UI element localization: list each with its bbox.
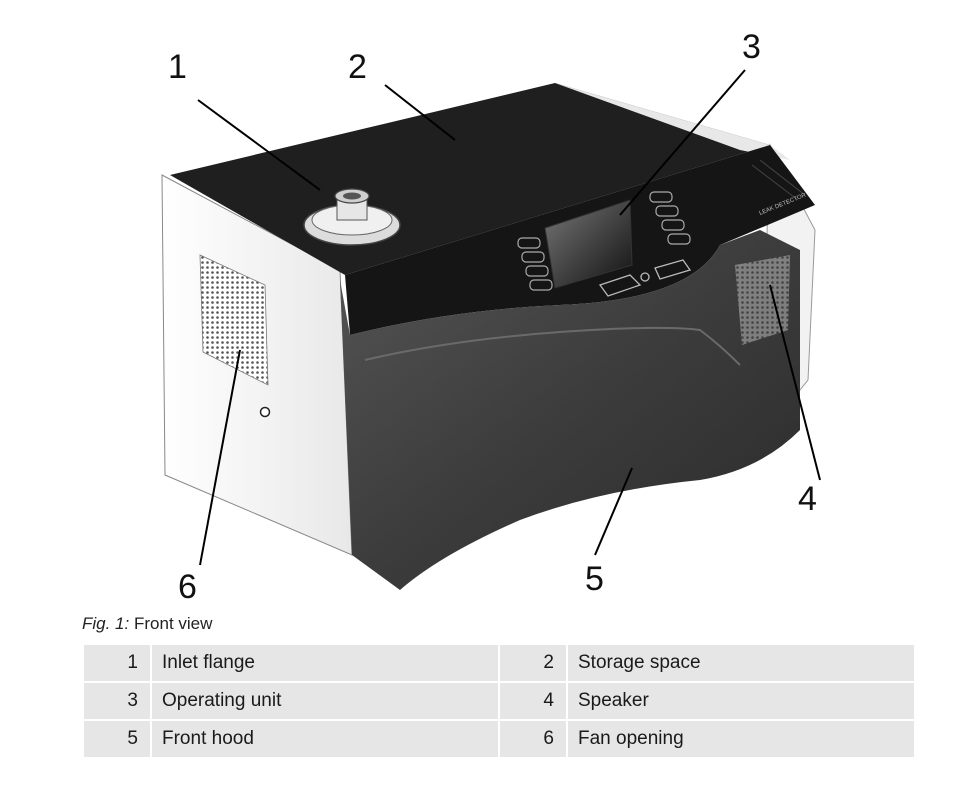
front-hood — [340, 230, 800, 590]
speaker-grill — [735, 255, 790, 345]
legend-label: Operating unit — [152, 683, 498, 719]
front-hood-ridge — [364, 326, 741, 366]
legend-table: 1 Inlet flange 2 Storage space 3 Operati… — [82, 643, 916, 759]
table-row: 3 Operating unit 4 Speaker — [84, 683, 914, 719]
callout-5: 5 — [585, 560, 604, 598]
legend-label: Fan opening — [568, 721, 914, 757]
legend-number: 5 — [84, 721, 150, 757]
legend-number: 2 — [500, 645, 566, 681]
start-stop-buttons — [598, 259, 692, 297]
table-row: 5 Front hood 6 Fan opening — [84, 721, 914, 757]
callout-3: 3 — [742, 28, 761, 66]
table-row: 1 Inlet flange 2 Storage space — [84, 645, 914, 681]
callout-1: 1 — [168, 48, 187, 86]
callout-4: 4 — [798, 480, 817, 518]
legend-number: 1 — [84, 645, 150, 681]
legend-number: 6 — [500, 721, 566, 757]
legend-number: 4 — [500, 683, 566, 719]
left-button-column — [517, 237, 553, 291]
legend-label: Inlet flange — [152, 645, 498, 681]
side-screw-hole — [259, 406, 271, 418]
legend-label: Storage space — [568, 645, 914, 681]
device-front-view-illustration: LEAK DETECTOR 1 2 3 4 5 6 — [161, 28, 821, 606]
fan-opening-grill — [199, 254, 269, 386]
device-top-rim — [555, 83, 790, 160]
callout-6: 6 — [178, 568, 197, 606]
panel-accent-lines — [751, 159, 806, 201]
legend-label: Front hood — [152, 721, 498, 757]
legend-label: Speaker — [568, 683, 914, 719]
figure-caption-text: Front view — [133, 614, 213, 633]
display-screen — [544, 199, 633, 289]
inlet-flange — [303, 188, 401, 246]
callout-2: 2 — [348, 48, 367, 86]
right-button-column — [649, 191, 691, 245]
figure-caption: Fig. 1: Front view — [82, 614, 212, 634]
legend-number: 3 — [84, 683, 150, 719]
callout-leader-lines — [197, 69, 821, 566]
figure-caption-label: Fig. 1: — [82, 614, 130, 633]
